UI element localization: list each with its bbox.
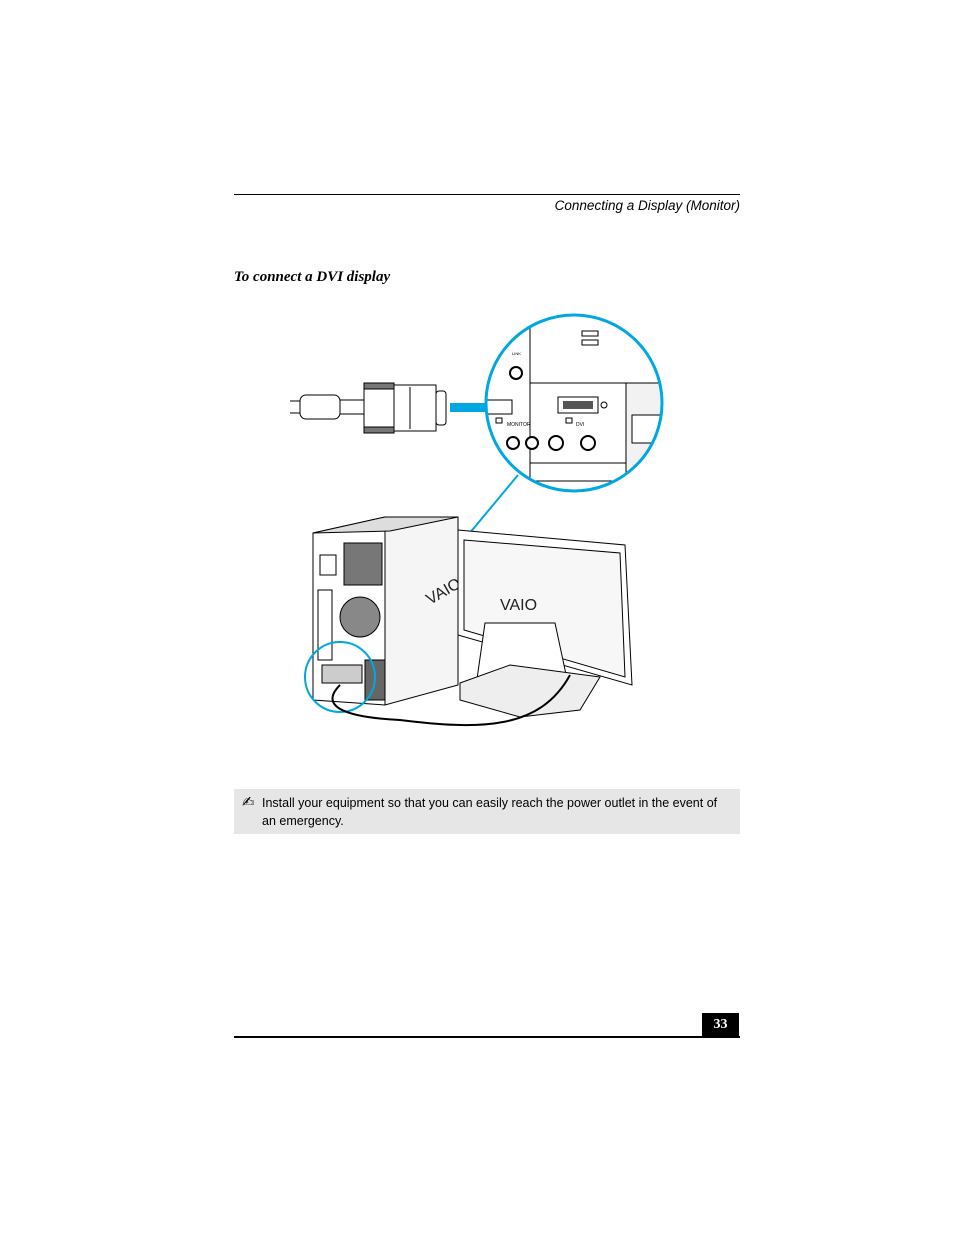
section-title: To connect a DVI display <box>234 269 391 285</box>
note-box: ✍ Install your equipment so that you can… <box>234 789 740 834</box>
zoom-circle-outline <box>484 313 664 493</box>
footer-rule <box>234 1036 740 1038</box>
dvi-cable <box>331 674 571 727</box>
note-text: Install your equipment so that you can e… <box>262 796 718 828</box>
dvi-cable-plug <box>290 382 447 434</box>
monitor-brand-logo: VAIO <box>500 597 537 614</box>
page-number: 33 <box>702 1013 739 1037</box>
dvi-connection-illustration: MONITOR DVI LINK VAIO VAIO <box>290 313 664 727</box>
header-rule <box>234 194 740 195</box>
monitor-port-label: MONITOR <box>507 422 531 428</box>
port-highlight-circle <box>304 641 376 713</box>
link-port-label: LINK <box>512 351 521 356</box>
zoomed-port-panel: MONITOR DVI LINK <box>486 315 662 491</box>
running-header: Connecting a Display (Monitor) <box>554 198 740 213</box>
dvi-port-label: DVI <box>576 422 584 428</box>
pencil-note-icon: ✍ <box>242 793 255 811</box>
display-monitor: VAIO <box>457 529 633 718</box>
computer-tower: VAIO <box>312 516 464 706</box>
